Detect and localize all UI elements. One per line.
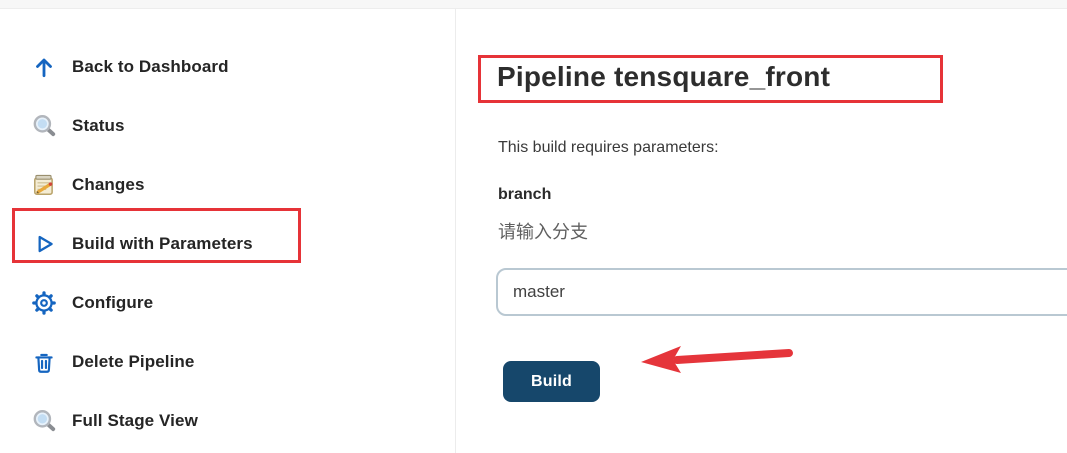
- sidebar-item-label: Configure: [72, 292, 154, 312]
- sidebar-item-status[interactable]: Status: [0, 96, 455, 155]
- branch-input[interactable]: [496, 268, 1067, 316]
- trash-icon: [30, 348, 58, 376]
- magnifier-icon: [30, 112, 58, 140]
- parameter-name-label: branch: [498, 186, 552, 203]
- sidebar-item-full-stage-view[interactable]: Full Stage View: [0, 391, 455, 450]
- sidebar-item-changes[interactable]: Changes: [0, 155, 455, 214]
- gear-icon: [30, 289, 58, 317]
- play-icon: [30, 230, 58, 258]
- main-content: Pipeline tensquare_front This build requ…: [455, 8, 1067, 453]
- sidebar: Back to Dashboard Status: [0, 8, 455, 450]
- magnifier-icon: [30, 407, 58, 435]
- top-bar: [0, 0, 1067, 9]
- sidebar-item-label: Full Stage View: [72, 410, 198, 430]
- sidebar-item-label: Back to Dashboard: [72, 56, 229, 76]
- sidebar-item-label: Build with Parameters: [72, 233, 253, 253]
- sidebar-item-configure[interactable]: Configure: [0, 273, 455, 332]
- sidebar-item-label: Changes: [72, 174, 145, 194]
- page-title: Pipeline tensquare_front: [497, 61, 831, 92]
- sidebar-item-back-to-dashboard[interactable]: Back to Dashboard: [0, 37, 455, 96]
- sidebar-item-label: Status: [72, 115, 125, 135]
- sidebar-item-delete-pipeline[interactable]: Delete Pipeline: [0, 332, 455, 391]
- sidebar-item-label: Delete Pipeline: [72, 351, 195, 371]
- notepad-icon: [30, 171, 58, 199]
- build-button[interactable]: Build: [503, 361, 600, 402]
- annotation-box-title: [478, 55, 943, 103]
- sidebar-item-build-with-parameters[interactable]: Build with Parameters: [0, 214, 455, 273]
- parameter-hint-text: 请输入分支: [498, 222, 588, 242]
- arrow-up-icon: [30, 53, 58, 81]
- sidebar-divider: [455, 9, 456, 453]
- annotation-arrow-icon: [637, 343, 797, 373]
- requires-parameters-text: This build requires parameters:: [498, 139, 719, 156]
